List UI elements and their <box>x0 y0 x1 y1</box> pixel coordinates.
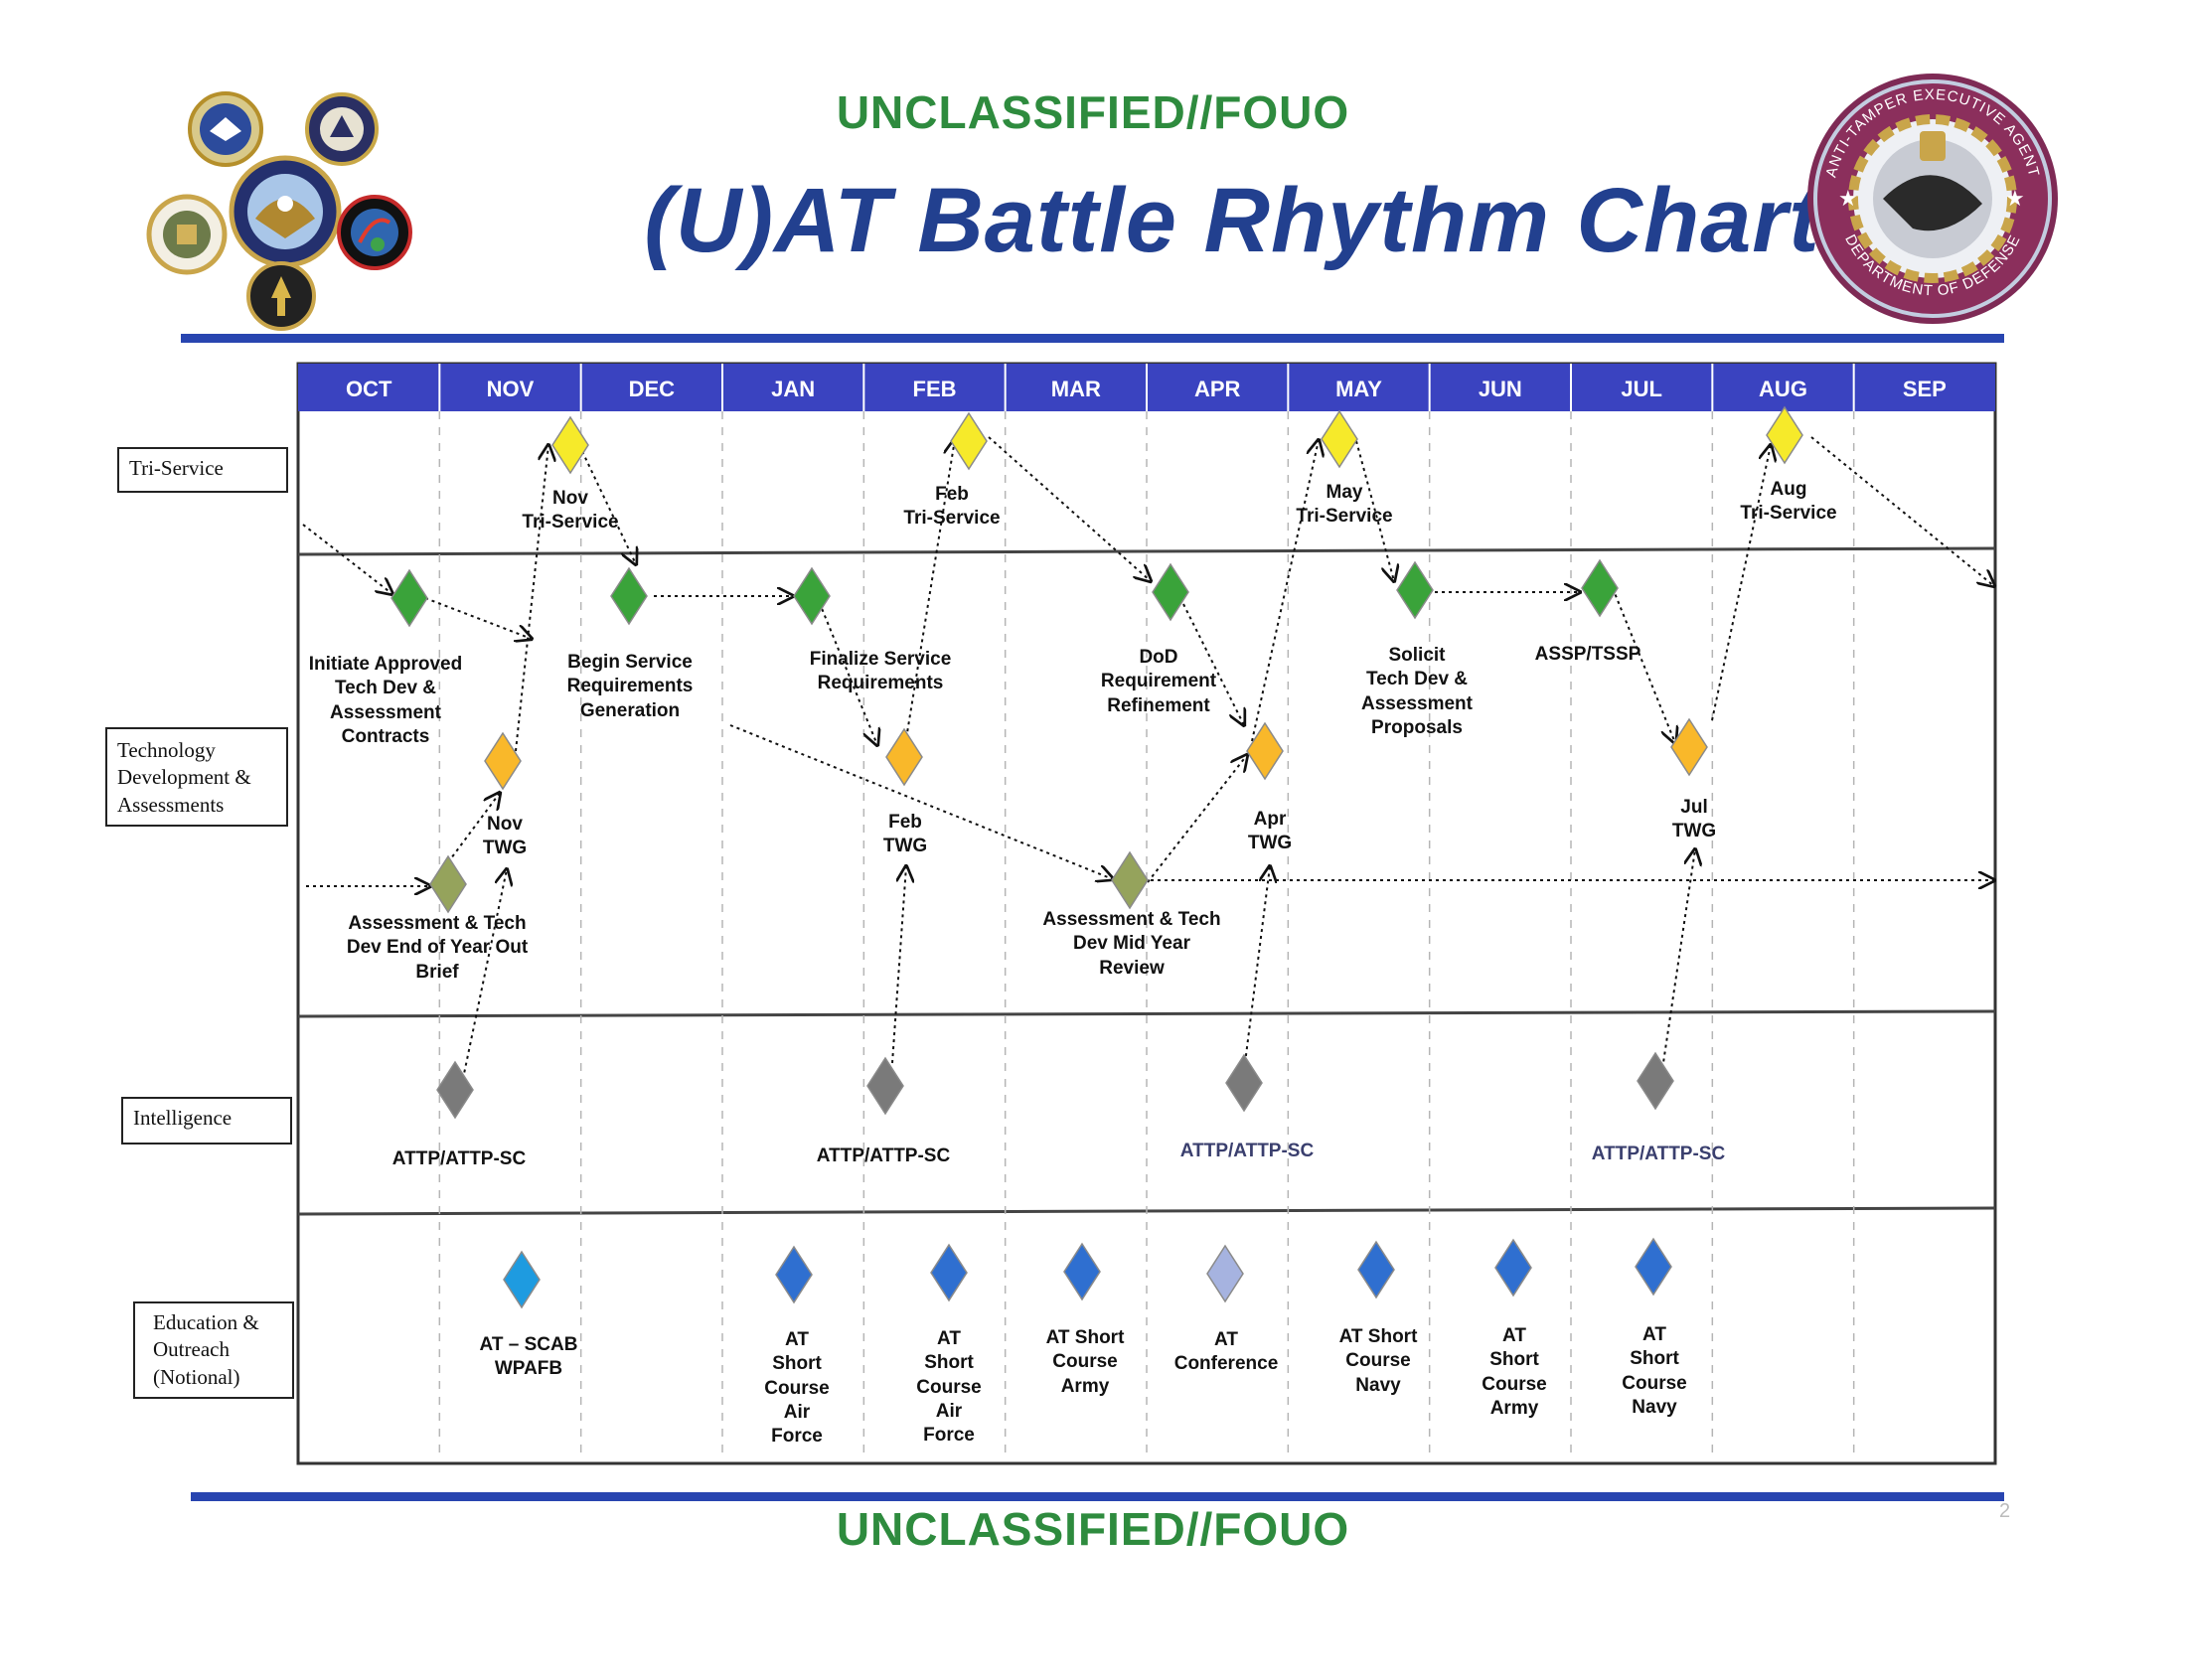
classification-banner-bottom: UNCLASSIFIED//FOUO <box>836 1503 1350 1555</box>
milestone-diamond-mid-year <box>1111 850 1149 910</box>
milestone-diamond-may-tri <box>1321 409 1358 469</box>
page-number: 2 <box>1999 1500 2011 1522</box>
milestone-label-attp-nov: ATTP/ATTP-SC <box>391 1148 527 1169</box>
air-force-seal <box>188 91 263 167</box>
milestone-label-dod-req: DoD Requirement Refinement <box>1100 647 1217 716</box>
milestone-label-solicit: Solicit Tech Dev & Assessment Proposals <box>1361 645 1473 738</box>
milestone-diamond-attp-nov <box>436 1060 474 1120</box>
milestone-diamond-feb-twg <box>885 727 923 787</box>
milestone-label-feb-twg: Feb TWG <box>882 812 928 857</box>
milestone-label-apr-twg: Apr TWG <box>1247 809 1293 854</box>
milestone-label-begin-svc: Begin Service Requirements Generation <box>566 652 694 721</box>
army-seal <box>146 194 228 275</box>
svg-text:★: ★ <box>1838 187 1858 212</box>
milestone-label-apr-conf: AT Conference <box>1173 1329 1279 1375</box>
socom-seal <box>246 261 316 331</box>
month-header-jan: JAN <box>771 377 815 401</box>
milestone-label-jan-course: AT Short Course Air Force <box>764 1329 830 1448</box>
milestone-diamond-may-course <box>1357 1240 1395 1299</box>
milestone-diamond-jan-course <box>775 1245 813 1304</box>
milestone-diamond-attp-jul <box>1637 1051 1674 1111</box>
month-header-feb: FEB <box>913 377 957 401</box>
navy-seal <box>305 92 379 166</box>
milestone-label-attp-feb: ATTP/ATTP-SC <box>816 1145 951 1166</box>
milestone-diamond-jul-course <box>1635 1237 1672 1297</box>
milestone-label-mid-year: Assessment & Tech Dev Mid Year Review <box>1042 909 1221 979</box>
milestone-diamond-attp-apr <box>1225 1053 1263 1113</box>
classification-banner-top: UNCLASSIFIED//FOUO <box>836 86 1350 138</box>
mda-seal <box>337 195 412 270</box>
milestone-label-feb-course: AT Short Course Air Force <box>916 1328 982 1447</box>
milestone-diamond-begin-svc <box>610 566 648 626</box>
milestone-diamond-attp-feb <box>866 1056 904 1116</box>
bottom-rule <box>191 1492 2004 1501</box>
top-rule <box>181 334 2004 343</box>
milestone-diamond-nov-twg <box>484 731 522 791</box>
row-label-tech-dev: Technology Development & Assessments <box>105 727 288 827</box>
flow-arrows <box>302 437 1994 1104</box>
anti-tamper-seal: ★ ★ ANTI-TAMPER EXECUTIVE AGENT DEPARTME… <box>1807 74 2058 324</box>
milestone-label-mar-course: AT Short Course Army <box>1045 1327 1125 1397</box>
milestone-label-nov-tri: Nov Tri-Service <box>522 488 619 534</box>
milestone-label-attp-jul: ATTP/ATTP-SC <box>1591 1144 1726 1164</box>
month-header-aug: AUG <box>1759 377 1807 401</box>
milestone-diamond-eoy-brief <box>429 854 467 914</box>
milestone-diamond-initiate <box>390 568 428 628</box>
milestone-label-jul-course: AT Short Course Navy <box>1622 1324 1687 1418</box>
milestone-label-may-course: AT Short Course Navy <box>1338 1326 1418 1396</box>
row-label-education: Education & Outreach (Notional) <box>133 1301 294 1399</box>
month-header-jul: JUL <box>1621 377 1662 401</box>
milestone-diamond-jun-course <box>1494 1238 1532 1298</box>
milestone-label-finalize: Finalize Service Requirements <box>809 649 952 694</box>
milestone-label-attp-apr: ATTP/ATTP-SC <box>1179 1141 1315 1161</box>
month-header-may: MAY <box>1335 377 1382 401</box>
row-label-tri-service: Tri-Service <box>117 447 288 493</box>
month-header-mar: MAR <box>1051 377 1101 401</box>
month-header-nov: NOV <box>487 377 535 401</box>
milestone-label-scab: AT – SCAB WPAFB <box>479 1334 578 1380</box>
milestone-diamond-apr-twg <box>1246 721 1284 781</box>
milestone-diamond-apr-conf <box>1206 1244 1244 1303</box>
page-title: (U)AT Battle Rhythm Chart <box>644 170 1820 271</box>
milestone-label-assp: ASSP/TSSP <box>1534 644 1641 665</box>
milestone-diamond-mar-course <box>1063 1242 1101 1301</box>
milestone-label-eoy-brief: Assessment & Tech Dev End of Year Out Br… <box>346 913 529 983</box>
month-header-jun: JUN <box>1479 377 1522 401</box>
milestone-label-may-tri: May Tri-Service <box>1296 482 1393 528</box>
milestone-label-aug-tri: Aug Tri-Service <box>1740 479 1837 525</box>
milestone-diamond-nov-tri <box>551 415 589 475</box>
milestone-diamond-feb-course <box>930 1243 968 1302</box>
milestone-diamond-solicit <box>1396 560 1434 620</box>
milestone-diamond-jul-twg <box>1670 717 1708 777</box>
milestone-diamond-finalize <box>793 566 831 626</box>
month-header-oct: OCT <box>346 377 392 401</box>
milestone-label-feb-tri: Feb Tri-Service <box>903 484 1001 530</box>
month-header-sep: SEP <box>1903 377 1947 401</box>
month-header-apr: APR <box>1194 377 1241 401</box>
milestone-diamond-scab <box>503 1250 541 1309</box>
milestone-label-jul-twg: Jul TWG <box>1671 797 1717 842</box>
milestone-label-jun-course: AT Short Course Army <box>1482 1325 1547 1419</box>
milestone-diamond-feb-tri <box>950 411 988 471</box>
milestone-label-nov-twg: Nov TWG <box>482 814 528 859</box>
month-header-dec: DEC <box>629 377 676 401</box>
row-label-intelligence: Intelligence <box>121 1097 292 1145</box>
milestone-diamond-assp <box>1581 558 1619 618</box>
milestone-diamond-dod-req <box>1152 562 1189 622</box>
milestone-label-initiate: Initiate Approved Tech Dev & Assessment … <box>308 654 463 747</box>
department-of-defense-seal <box>229 155 342 268</box>
svg-text:★: ★ <box>2005 187 2025 212</box>
milestone-diamond-aug-tri <box>1766 405 1803 465</box>
